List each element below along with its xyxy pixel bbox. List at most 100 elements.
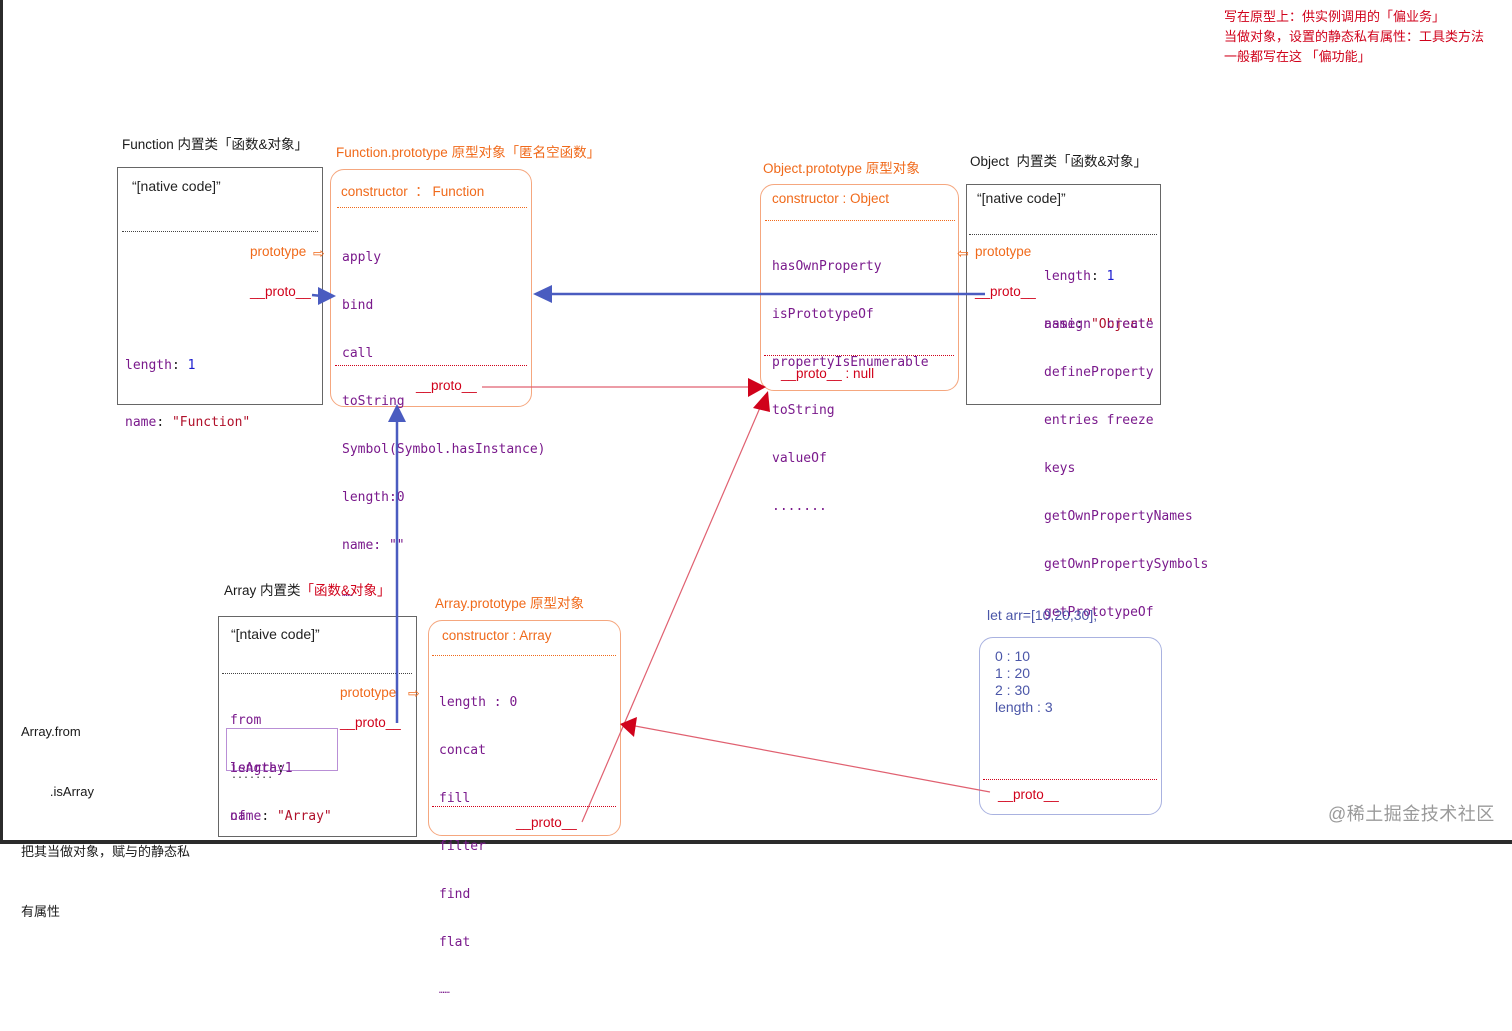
member: isPrototypeOf [772, 307, 874, 322]
arrow-instance-proto [620, 717, 991, 793]
array-prototype-proto-label: __proto__ [516, 815, 577, 830]
divider [983, 779, 1157, 780]
function-class-box[interactable]: “[native code]” length: 1 name: "Functio… [117, 167, 323, 430]
divider [765, 220, 955, 221]
object-class-title: Object 内置类「函数&对象」 [970, 154, 1148, 169]
static-method: of [230, 809, 246, 824]
static-method: defineProperty [1044, 365, 1154, 380]
array-proto-link-label: __proto__ [340, 715, 401, 730]
array-class-props: length:1 name: "Array" [230, 729, 332, 857]
array-prototype-box[interactable]: constructor : Array length : 0 concat fi… [428, 620, 621, 996]
array-prototype-members: length : 0 concat fill filter find flat … [439, 663, 517, 1031]
note-line: 当做对象，设置的静态私有属性：工具类方法 [1224, 29, 1485, 44]
hollow-arrow-left-icon: ⇦ [957, 245, 969, 261]
member: valueOf [772, 451, 827, 466]
entry: 0 : 10 [995, 648, 1031, 664]
array-props-highlight [226, 728, 338, 771]
member: toString [772, 403, 835, 418]
static-method: keys [1044, 461, 1076, 476]
object-prototype-proto-null: __proto__ : null [781, 366, 875, 381]
note-line: 写在原型上：供实例调用的「偏业务」 [1224, 9, 1446, 24]
native-code-text: “[native code]” [977, 190, 1066, 206]
divider [337, 207, 527, 208]
static-method: getOwnPropertyNames [1044, 509, 1193, 524]
array-static-note: Array.from .isArray 把其当做对象，赋与的静态私 有属性 [21, 682, 190, 942]
member: propertyIsEnumerable [772, 355, 929, 370]
static-method: getOwnPropertySymbols [1044, 557, 1209, 572]
constructor-label: constructor : Array [442, 628, 552, 643]
function-class-props: length: 1 name: "Function" [125, 318, 250, 470]
member: apply [342, 250, 382, 265]
hollow-arrow-right-icon: ⇨ [313, 245, 325, 261]
static-method: assign create [1044, 317, 1154, 332]
static-method: from [230, 713, 262, 728]
hollow-arrow-right-icon: ⇨ [408, 685, 420, 701]
function-prototype-members: apply bind call toString Symbol(Symbol.h… [342, 218, 546, 634]
divider [969, 234, 1157, 235]
note-line: 把其当做对象，赋与的静态私 [21, 844, 191, 859]
window-left-edge [0, 0, 3, 844]
watermark: @稀土掘金技术社区 [1328, 804, 1495, 824]
object-proto-link-label: __proto__ [975, 284, 1036, 299]
entry: 1 : 20 [995, 665, 1031, 681]
native-code-text: “[native code]” [132, 178, 221, 194]
entry: length : 3 [995, 699, 1053, 715]
arrow-head-icon [620, 717, 637, 737]
divider [432, 655, 616, 656]
function-prototype-link-label: prototype [250, 244, 307, 259]
instance-entries: 0 : 10 1 : 20 2 : 30 length : 3 [995, 648, 1053, 716]
divider [222, 673, 412, 674]
member: …… [439, 986, 450, 996]
ellipsis: ....... [231, 770, 274, 781]
note-line: 一般都写在这 「偏功能」 [1224, 49, 1371, 64]
member: bind [342, 298, 374, 313]
divider [764, 355, 954, 356]
arrow-line [634, 725, 991, 793]
function-prototype-box[interactable]: constructor ： Function apply bind call t… [330, 169, 546, 599]
arrow-head-icon [753, 391, 770, 412]
prop-length: length: 1 [1044, 269, 1115, 284]
member: length:0 [342, 490, 405, 505]
member: concat [439, 743, 486, 758]
array-prototype-link-label: prototype [340, 685, 397, 700]
function-proto-link-label: __proto__ [250, 284, 311, 299]
array-class-box[interactable]: “[ntaive code]” from isArray of length:1… [218, 616, 417, 837]
note-annotation: 写在原型上：供实例调用的「偏业务」 当做对象，设置的静态私有属性：工具类方法 一… [1224, 7, 1484, 67]
member: call [342, 346, 374, 361]
static-method: isArray [230, 761, 285, 776]
array-class-title: Array 内置类「函数&对象」 [224, 579, 391, 599]
member: …… [342, 589, 353, 599]
object-prototype-title: Object.prototype 原型对象 [763, 161, 920, 176]
constructor-label: constructor ： Function [341, 184, 485, 199]
function-class-title: Function 内置类「函数&对象」 [122, 137, 309, 152]
prop-name: name: "Object" [1044, 317, 1154, 332]
array-class-title-text: Array 内置类 [224, 583, 301, 598]
function-prototype-title: Function.prototype 原型对象「匿名空函数」 [336, 145, 601, 160]
array-class-title-tag: 「函数&对象」 [300, 583, 391, 598]
member: Symbol(Symbol.hasInstance) [342, 442, 546, 457]
instance-proto-label: __proto__ [998, 787, 1059, 802]
object-prototype-box[interactable]: constructor : Object hasOwnProperty isPr… [760, 184, 959, 514]
object-class-props: length: 1 name: "Object" [1044, 237, 1154, 349]
member: hasOwnProperty [772, 259, 882, 274]
member: find [439, 887, 471, 902]
static-method: entries freeze [1044, 413, 1154, 428]
native-code-text: “[ntaive code]” [231, 626, 320, 642]
member: fill [439, 791, 471, 806]
prop-name: name: "Function" [125, 415, 251, 430]
array-prototype-title: Array.prototype 原型对象 [435, 596, 585, 611]
note-line: .isArray [21, 784, 94, 799]
note-line: Array.from [21, 724, 81, 739]
prop-name: name: "Array" [230, 809, 332, 824]
instance-box[interactable]: 0 : 10 1 : 20 2 : 30 length : 3 __proto_… [979, 637, 1162, 815]
static-method: getPrototypeOf [1044, 605, 1154, 620]
object-class-box[interactable]: “[native code]” [966, 184, 1161, 405]
divider [335, 365, 527, 366]
member: flat [439, 935, 471, 950]
window-bottom-edge [0, 840, 1512, 844]
prop-length: length: 1 [125, 358, 196, 373]
divider [122, 231, 318, 232]
instance-title: let arr=[10,20,30]; [987, 607, 1098, 623]
array-static-methods: from isArray of [230, 681, 285, 857]
constructor-label: constructor : Object [772, 191, 890, 206]
